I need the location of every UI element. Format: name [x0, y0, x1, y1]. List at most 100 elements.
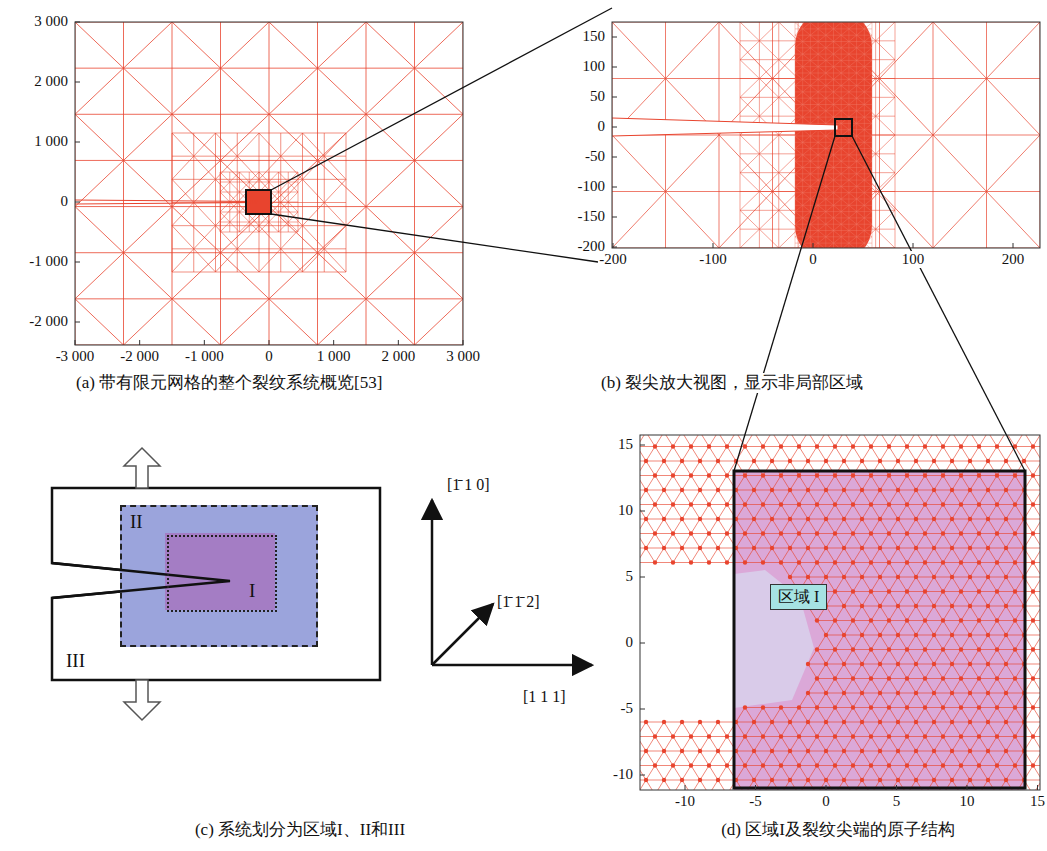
crack-notch: [52, 563, 230, 598]
atom: [1031, 502, 1035, 506]
atom: [779, 734, 783, 738]
atom: [806, 662, 810, 666]
atom: [950, 546, 954, 550]
atom: [887, 502, 891, 506]
region-label: III: [66, 651, 85, 672]
atom: [662, 517, 666, 521]
atom: [851, 618, 855, 622]
tick-label: -10: [674, 793, 696, 810]
atom: [959, 560, 963, 564]
tick-label: 100: [582, 58, 607, 75]
atom: [1031, 676, 1035, 680]
atom: [842, 633, 846, 637]
atom: [1013, 734, 1017, 738]
atom: [851, 473, 855, 477]
atom: [878, 604, 882, 608]
atom: [797, 502, 801, 506]
atom: [905, 647, 909, 651]
atom: [833, 647, 837, 651]
atom: [887, 705, 891, 709]
atom: [1013, 647, 1017, 651]
atom: [896, 778, 900, 782]
region-i-fill: [165, 533, 275, 610]
atom: [1013, 531, 1017, 535]
tick: [640, 709, 645, 710]
atom: [887, 618, 891, 622]
tick: [613, 243, 614, 248]
atom: [869, 589, 873, 593]
atom: [986, 546, 990, 550]
atom: [689, 560, 693, 564]
load-arrow: [124, 680, 160, 720]
region-i-box: [734, 471, 1025, 788]
atom: [1004, 662, 1008, 666]
region-i-box: I: [167, 535, 277, 612]
atom: [869, 763, 873, 767]
atom: [671, 734, 675, 738]
panel-caption: (c) 系统划分为区域I、II和III: [194, 820, 406, 840]
atom: [653, 531, 657, 535]
tick: [612, 187, 617, 188]
tick-label: 100: [901, 251, 926, 268]
atom: [1004, 459, 1008, 463]
atom: [959, 763, 963, 767]
atom: [689, 444, 693, 448]
atom: [842, 604, 846, 608]
zoom-line: [271, 8, 612, 190]
atom: [842, 662, 846, 666]
zoom-box: [246, 190, 271, 214]
tick-label: 0: [264, 348, 274, 365]
atom: [869, 560, 873, 564]
atom: [842, 691, 846, 695]
tick: [139, 340, 140, 345]
atom: [716, 459, 720, 463]
tick: [640, 445, 645, 446]
atom: [896, 720, 900, 724]
direction-label: [1̄ 1̄ 2]: [496, 593, 541, 611]
atom: [959, 444, 963, 448]
atom: [923, 531, 927, 535]
tick-label: 0: [821, 793, 831, 810]
tick: [612, 37, 617, 38]
atom: [887, 676, 891, 680]
atom: [887, 763, 891, 767]
atom: [860, 604, 864, 608]
atom: [959, 502, 963, 506]
atom: [707, 531, 711, 535]
tick-label: 3 000: [445, 348, 481, 365]
atom: [878, 720, 882, 724]
plot-frame: [640, 435, 1040, 790]
atom: [671, 531, 675, 535]
atom: [797, 473, 801, 477]
atom: [914, 575, 918, 579]
region-label: II: [130, 512, 143, 533]
tick: [913, 243, 914, 248]
tick: [896, 785, 897, 790]
atom: [653, 763, 657, 767]
atom: [752, 488, 756, 492]
atom: [770, 459, 774, 463]
atom: [1031, 734, 1035, 738]
atom: [869, 647, 873, 651]
atom: [896, 604, 900, 608]
atom: [806, 778, 810, 782]
atom: [932, 517, 936, 521]
atom: [779, 531, 783, 535]
atom: [779, 705, 783, 709]
atom: [689, 734, 693, 738]
tick-label: 5: [892, 793, 902, 810]
atom: [878, 691, 882, 695]
atom: [725, 444, 729, 448]
atom: [788, 546, 792, 550]
atom: [851, 444, 855, 448]
atom: [869, 705, 873, 709]
atom: [869, 531, 873, 535]
atom: [770, 546, 774, 550]
atom: [932, 604, 936, 608]
atom: [725, 502, 729, 506]
atom: [815, 502, 819, 506]
atom: [1004, 778, 1008, 782]
atom: [788, 778, 792, 782]
atom: [779, 763, 783, 767]
